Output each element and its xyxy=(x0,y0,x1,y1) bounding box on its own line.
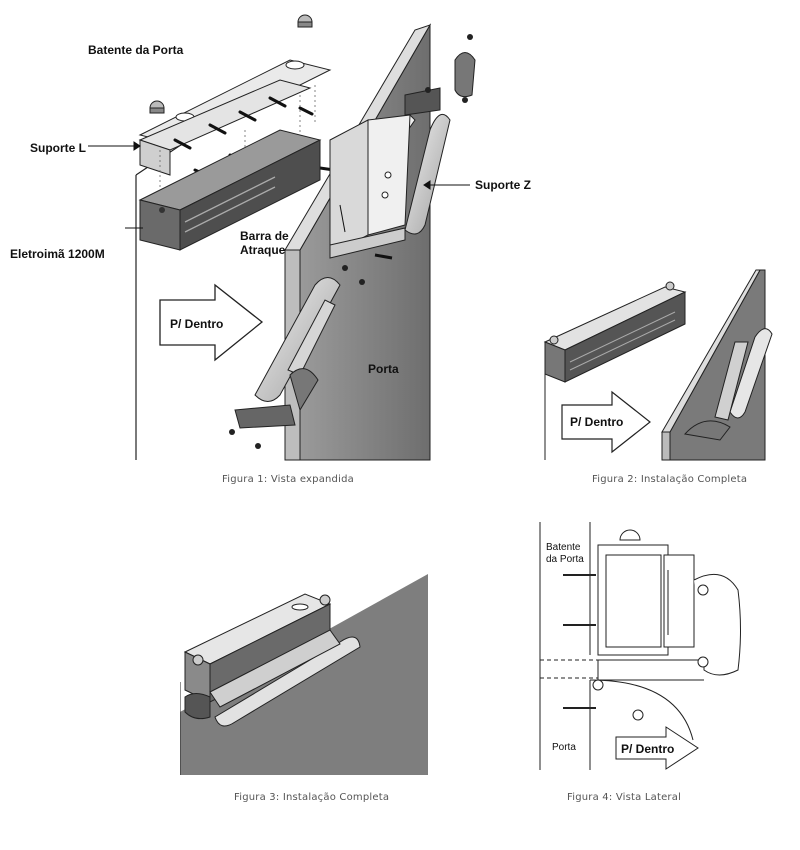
cap-nut-right xyxy=(297,14,313,28)
cap-nut-left xyxy=(149,100,165,114)
fig4-label-stop-line2: da Porta xyxy=(546,554,584,565)
electromagnet-body xyxy=(138,129,322,251)
label-l-bracket: Suporte L xyxy=(30,141,86,155)
label-armature-line1: Barra de xyxy=(240,229,289,243)
l-bracket xyxy=(138,79,312,176)
figure-2-drawing: P/ Dentro xyxy=(543,269,773,461)
z-bracket xyxy=(329,113,451,259)
lower-z-bracket xyxy=(229,253,393,449)
figure-1-exploded-view: Batente da Porta Suporte L Eletroimã 120… xyxy=(0,0,560,470)
fig2-magnet xyxy=(543,281,687,383)
fig2-inward-arrow xyxy=(561,390,651,454)
label-door-stop: Batente da Porta xyxy=(88,43,184,57)
label-armature-line2: Atraque xyxy=(240,243,286,257)
caption-figure-4: Figura 4: Vista Lateral xyxy=(567,792,682,803)
figure-4-side-view: Batente da Porta Porta P/ Dentro xyxy=(538,520,763,772)
caption-figure-2: Figura 2: Instalação Completa xyxy=(592,474,748,485)
fig4-magnet-assembly xyxy=(597,529,695,656)
fig4-label-stop-line1: Batente xyxy=(546,542,581,553)
fig3-armature xyxy=(184,629,361,727)
caption-figure-3: Figura 3: Instalação Completa xyxy=(234,792,390,803)
armature-plate xyxy=(329,114,416,256)
label-door: Porta xyxy=(368,362,399,376)
label-z-bracket: Suporte Z xyxy=(475,178,531,192)
figure-1-drawing: Batente da Porta Suporte L Eletroimã 120… xyxy=(10,14,531,461)
top-bracket-parts xyxy=(404,34,476,116)
fig4-inward-arrow xyxy=(615,726,699,770)
fig4-label-inward: P/ Dentro xyxy=(621,742,674,756)
label-inward: P/ Dentro xyxy=(170,317,223,331)
fig4-screws xyxy=(563,574,596,709)
figure-2-installed: P/ Dentro xyxy=(540,262,780,462)
label-electromagnet: Eletroimã 1200M xyxy=(10,247,105,261)
fig2-armature xyxy=(684,328,773,441)
fig4-label-door: Porta xyxy=(552,742,576,753)
inward-arrow xyxy=(159,283,264,362)
caption-figure-1: Figura 1: Vista expandida xyxy=(222,474,354,485)
fig2-label-inward: P/ Dentro xyxy=(570,415,623,429)
fig4-z-bracket xyxy=(589,573,741,741)
leader-lines xyxy=(88,141,470,233)
figure-3-installed xyxy=(180,572,430,777)
figure-3-drawing xyxy=(180,574,428,775)
figure-4-drawing: Batente da Porta Porta P/ Dentro xyxy=(539,522,741,770)
